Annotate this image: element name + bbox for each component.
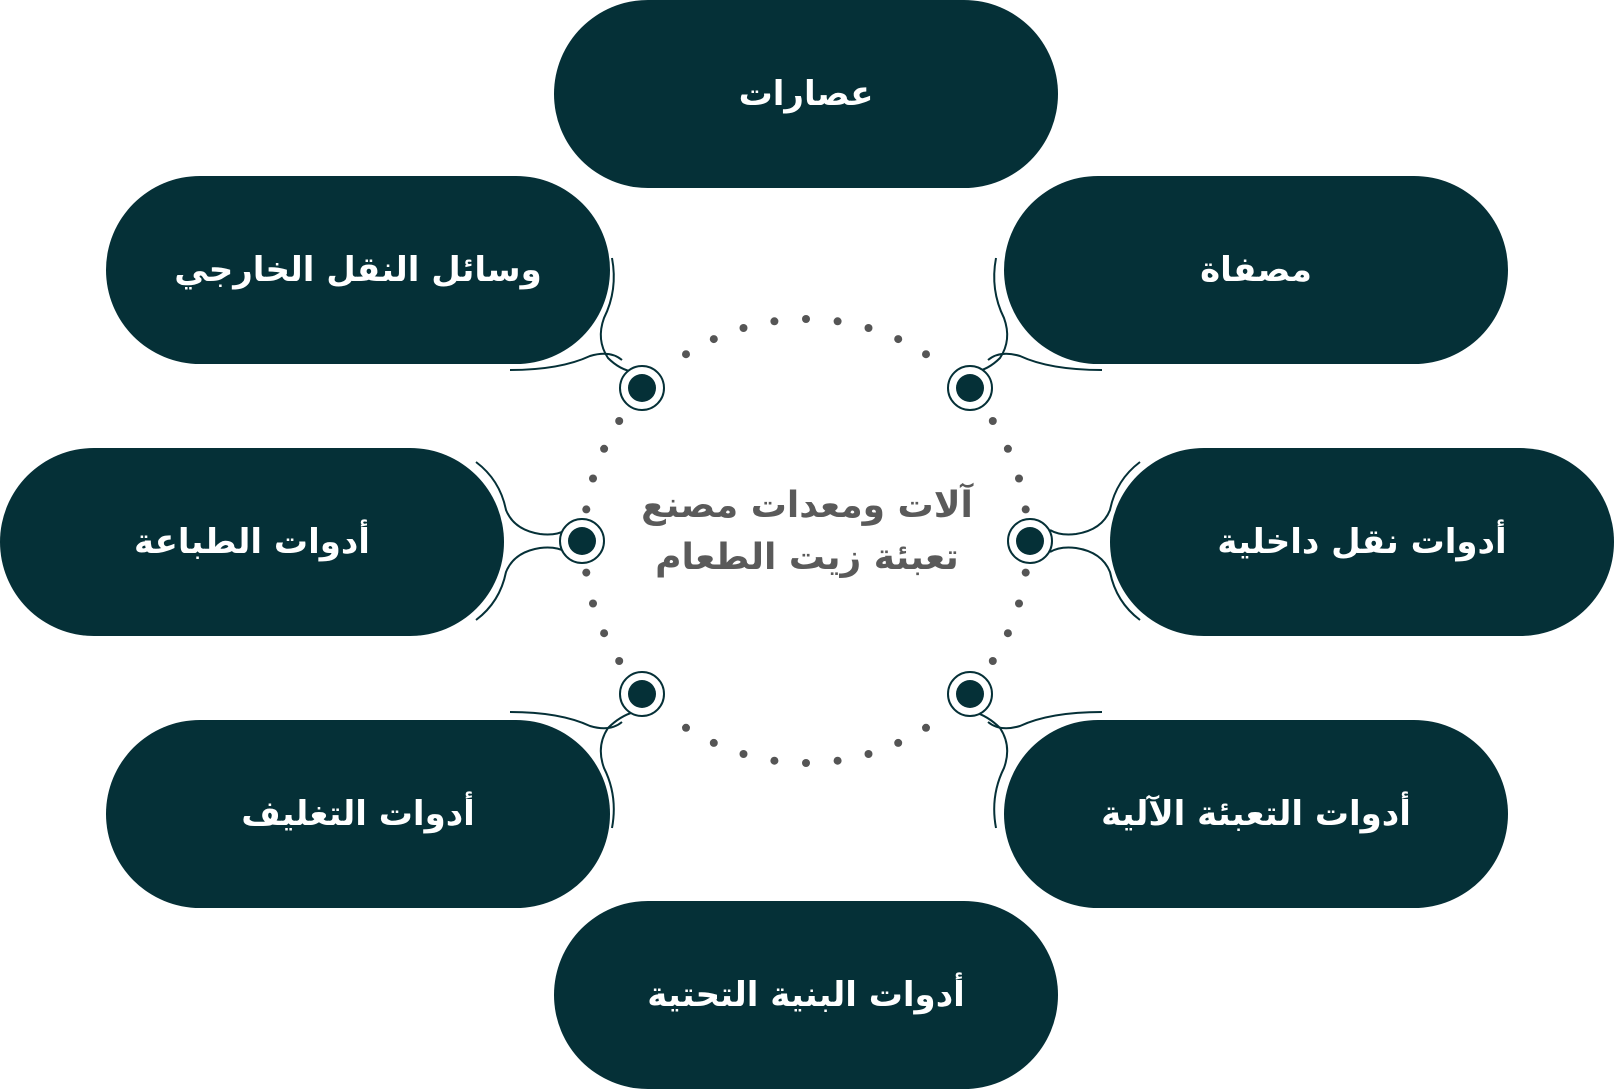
pill-lower-right: أدوات التعبئة الآلية [1004,720,1508,908]
pill-top-label: عصارات [738,74,874,114]
ring-dot [615,657,624,665]
node-mid-right-core [1016,527,1044,555]
ring-dot [864,324,873,332]
pill-mid-left: أدوات الطباعة [0,448,504,636]
pill-upper-right: مصفاة [1004,176,1508,364]
center-title-line2: تعبئة زيت الطعام [655,537,959,578]
pill-top: عصارات [554,0,1058,188]
center-title-line1: آلات ومعدات مصنع [641,485,973,526]
ring-dot [833,756,842,765]
ring-dot [589,474,597,483]
pill-mid-right-label: أدوات نقل داخلية [1217,522,1507,562]
ring-dot [864,750,873,758]
pill-lower-left: أدوات التغليف [106,720,610,908]
ring-dot [802,315,810,323]
pill-bottom: أدوات البنية التحتية [554,901,1058,1089]
ring-dot [589,599,597,608]
center-title: آلات ومعدات مصنع تعبئة زيت الطعام [620,480,994,584]
ring-dot [615,417,624,425]
pill-upper-left-label: وسائل النقل الخارجي [174,250,542,290]
ring-dot [682,723,690,732]
dotted-ring [582,315,1030,767]
ring-dot [582,505,591,514]
ring-dot [1021,568,1030,577]
ring-dot [1015,474,1023,483]
ring-dot [600,444,609,453]
pill-upper-right-label: مصفاة [1200,250,1312,290]
ring-dot [739,324,748,332]
ring-dot [600,629,609,638]
ring-dot [739,750,748,758]
ring-dot [894,335,903,344]
connector-mid-right [1049,461,1141,621]
ring-dot [922,350,930,359]
connector-lower-right [973,711,1103,829]
ring-dot [988,657,997,665]
pill-mid-right: أدوات نقل داخلية [1110,448,1614,636]
ring-dot [894,738,903,747]
connector-upper-right [973,257,1103,373]
ring-dot [770,317,779,326]
ring-dot [582,568,591,577]
connector-lower-left [509,711,635,829]
connector-upper-left [509,257,635,373]
ring-dot [770,756,779,765]
node-upper-left-core [628,374,656,402]
pill-lower-left-label: أدوات التغليف [241,794,475,834]
ring-dot [709,335,718,344]
ring-dot [988,417,997,425]
connector-mid-left [475,461,567,621]
ring-dot [1021,505,1030,514]
pill-lower-right-label: أدوات التعبئة الآلية [1101,794,1411,834]
node-lower-right-core [956,680,984,708]
ring-dot [802,759,810,767]
pill-upper-left: وسائل النقل الخارجي [106,176,610,364]
node-lower-left-core [628,680,656,708]
pill-mid-left-label: أدوات الطباعة [134,522,370,562]
ring-dot [709,738,718,747]
node-mid-left-core [568,527,596,555]
ring-dot [682,350,690,359]
ring-dot [922,723,930,732]
ring-dot [1003,629,1012,638]
ring-dot [833,317,842,326]
ring-dot [1003,444,1012,453]
node-upper-right-core [956,374,984,402]
pill-bottom-label: أدوات البنية التحتية [647,975,965,1015]
ring-dot [1015,599,1023,608]
